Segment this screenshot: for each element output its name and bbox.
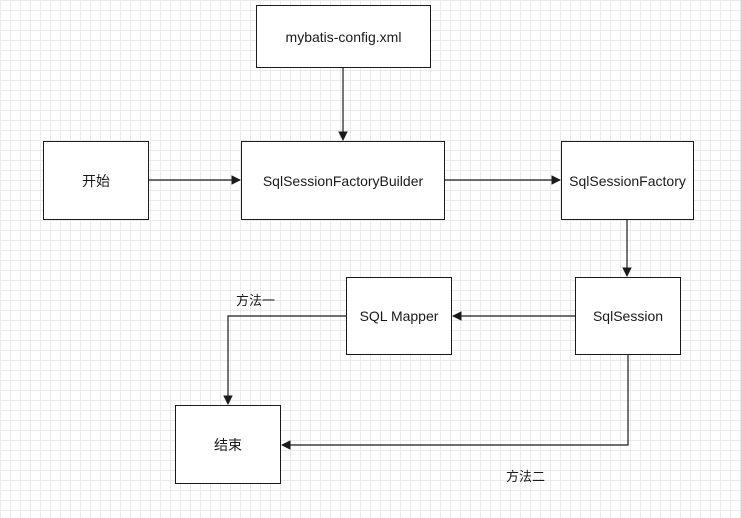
node-sqlsession-label: SqlSession: [592, 308, 664, 324]
node-start[interactable]: 开始: [43, 141, 149, 220]
edge-mapper-to-end: [223, 315, 346, 405]
node-sqlsession[interactable]: SqlSession: [575, 277, 681, 355]
edge-session-to-end: [281, 355, 629, 450]
node-start-label: 开始: [82, 172, 110, 189]
node-end-label: 结束: [214, 436, 242, 453]
node-mybatis-config[interactable]: mybatis-config.xml: [256, 5, 431, 68]
node-sqlsessionfactorybuilder-label: SqlSessionFactoryBuilder: [262, 172, 424, 189]
node-sql-mapper-label: SQL Mapper: [359, 308, 439, 324]
node-sql-mapper[interactable]: SQL Mapper: [346, 277, 452, 355]
node-sqlsessionfactory[interactable]: SqlSessionFactory: [561, 141, 694, 220]
edge-label-method2: 方法二: [506, 469, 546, 484]
node-sqlsessionfactory-label: SqlSessionFactory: [569, 172, 686, 189]
node-sqlsessionfactorybuilder[interactable]: SqlSessionFactoryBuilder: [241, 141, 445, 220]
node-mybatis-config-label: mybatis-config.xml: [285, 28, 402, 45]
edge-label-method1: 方法一: [236, 293, 276, 308]
node-end[interactable]: 结束: [175, 405, 281, 484]
